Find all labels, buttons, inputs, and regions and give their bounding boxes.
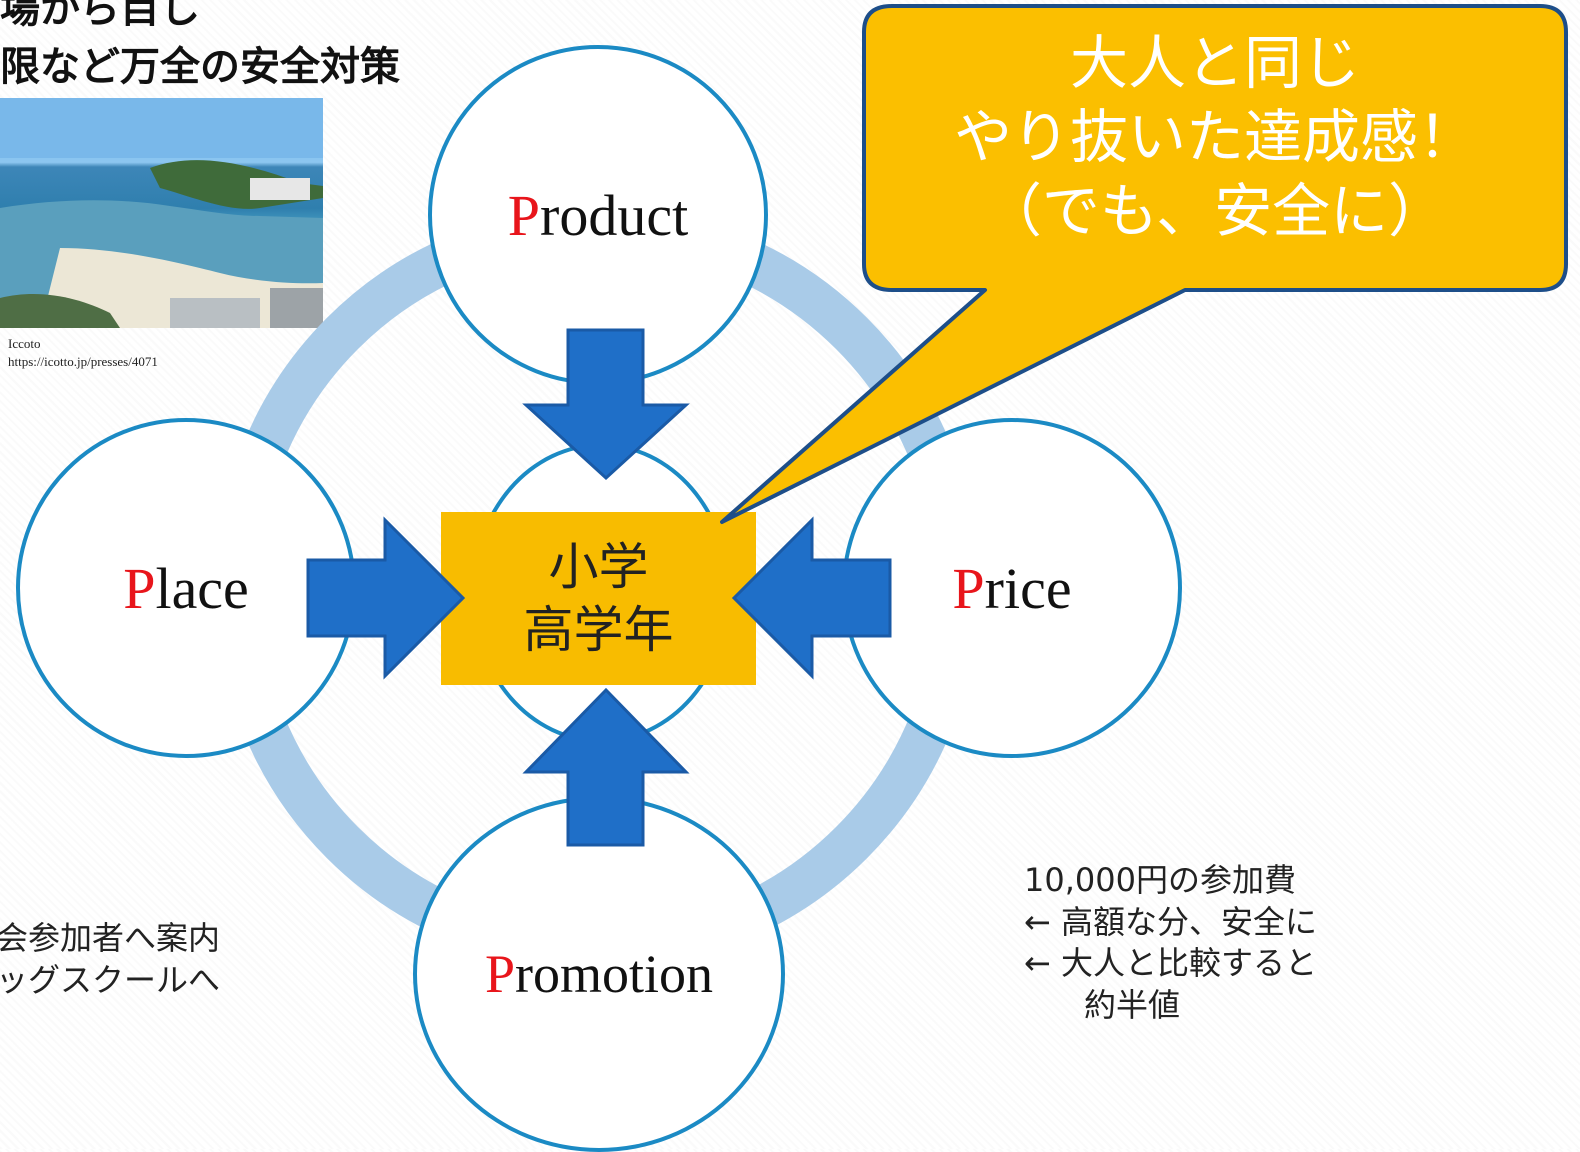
beach-photo [0, 98, 323, 328]
price-note-line-4: 約半値 [1084, 985, 1181, 1024]
heading-line-1: 場から目し [0, 0, 200, 32]
place-note-line-1: 会参加者へ案内 [0, 919, 221, 957]
arrow-up-promotion [522, 687, 690, 847]
promotion-label: Promotion [484, 944, 714, 1004]
arrow-left-price [731, 516, 892, 680]
beach-photo-illustration [0, 98, 323, 328]
place-circle: Place [16, 418, 356, 758]
price-circle: Price [842, 418, 1182, 758]
price-label: Price [952, 555, 1072, 621]
callout-line-2: やり抜いた達成感！ [953, 103, 1476, 172]
arrow-right-place [306, 516, 466, 680]
photo-url: https://icotto.jp/presses/4071 [8, 354, 158, 369]
price-note-line-2: ← 高額な分、安全に [1024, 902, 1317, 941]
arrow-down-product [522, 328, 690, 481]
photo-source: Iccoto [8, 336, 41, 351]
target-line-1: 小学 [548, 538, 649, 596]
price-note-line-3: ← 大人と比較すると [1024, 944, 1317, 983]
place-note: 会参加者へ案内 ッグスクールへ [0, 918, 220, 1001]
callout-line-3: （でも、安全に） [983, 177, 1447, 246]
heading-line-2: 限など万全の安全対策 [0, 44, 400, 90]
product-circle: Product [428, 45, 768, 385]
place-note-line-2: ッグスクールへ [0, 960, 221, 999]
price-note: 10,000円の参加費 ← 高額な分、安全に ← 大人と比較すると 約半値 [1024, 860, 1317, 1026]
promotion-circle: Promotion [413, 796, 785, 1152]
product-label: Product [507, 182, 689, 248]
place-label: Place [123, 555, 249, 621]
callout-line-1: 大人と同じ [1069, 29, 1360, 97]
target-line-2: 高学年 [523, 600, 674, 659]
target-box: 小学 高学年 [441, 512, 756, 685]
callout-text: 大人と同じ やり抜いた達成感！ （でも、安全に） [866, 26, 1564, 249]
callout-shape [720, 4, 1568, 524]
price-note-line-1: 10,000円の参加費 [1024, 861, 1296, 899]
